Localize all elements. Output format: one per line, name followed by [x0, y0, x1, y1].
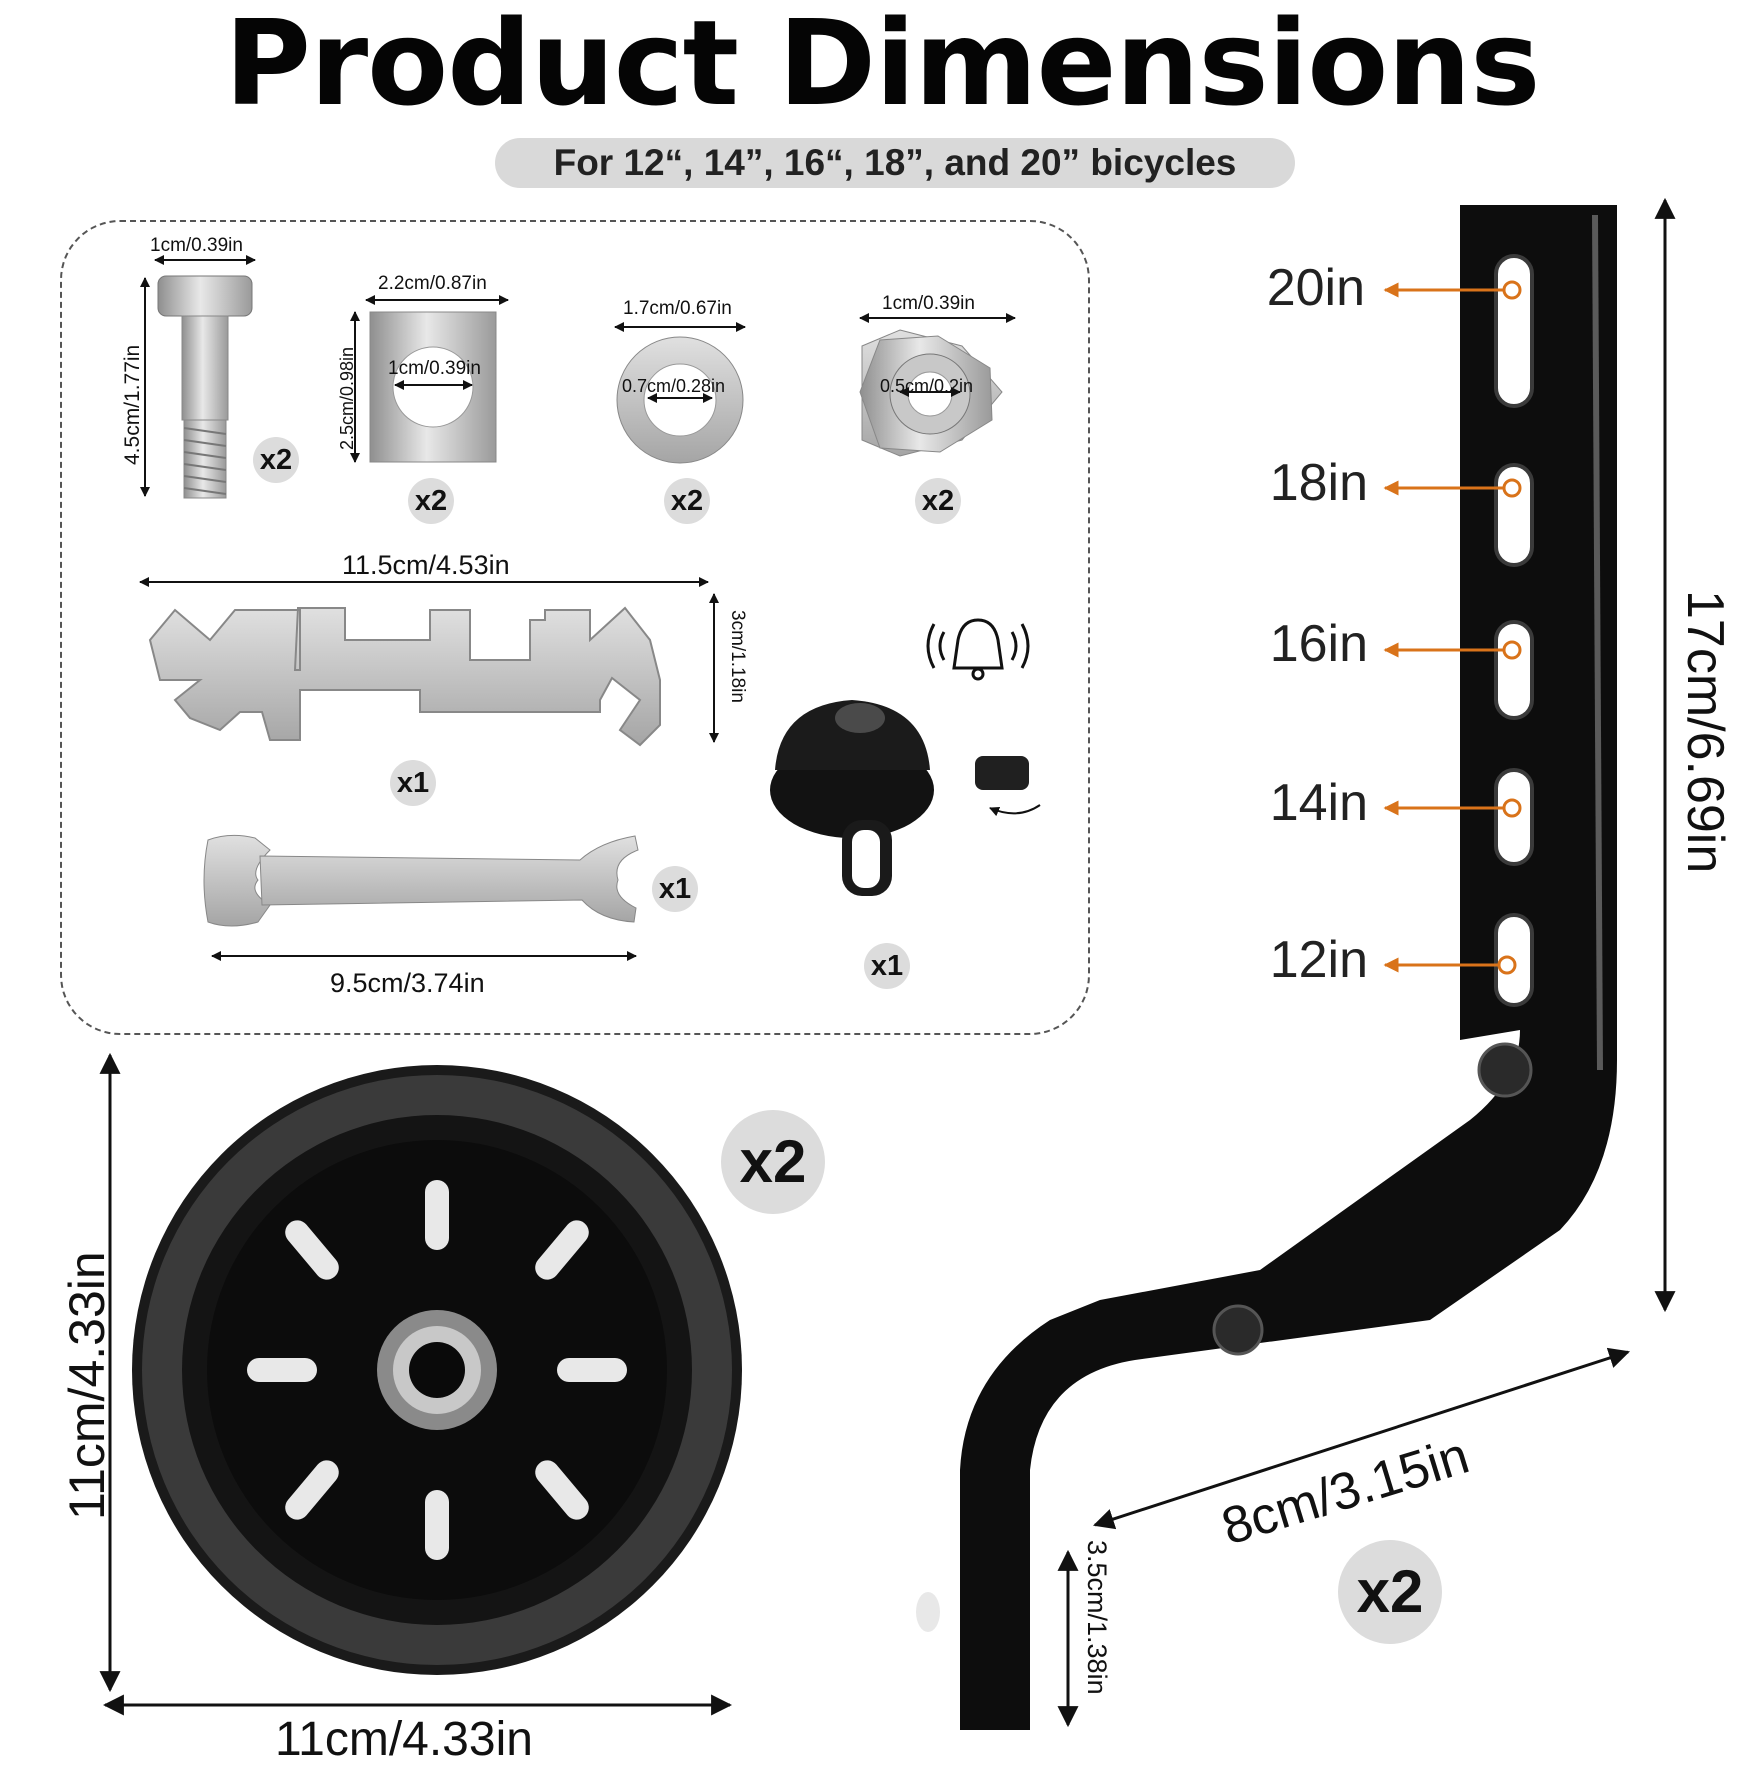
accessories-panel: [60, 220, 1090, 1035]
nut-outer-label: 1cm/0.39in: [882, 293, 975, 314]
small-wrench-illustration: [203, 834, 639, 961]
height-arrows: [1383, 280, 1522, 975]
bracket-illustration: [916, 197, 1676, 1730]
bolt-illustration: [140, 255, 256, 499]
wheel-width-label: 11cm/4.33in: [275, 1713, 533, 1766]
bracket-qty-badge: x2: [1338, 1540, 1442, 1644]
hole-label-14in: 14in: [1269, 774, 1368, 832]
washer-illustration: [614, 322, 746, 464]
large-wrench-illustration: [139, 577, 719, 747]
wheel-qty-badge: x2: [721, 1110, 825, 1214]
bolt-qty-badge: x2: [253, 437, 299, 483]
plate-width-label: 2.2cm/0.87in: [378, 273, 487, 294]
hole-label-18in: 18in: [1269, 454, 1368, 512]
large-wrench-qty-badge: x1: [390, 760, 436, 806]
hole-label-12in: 12in: [1269, 931, 1368, 989]
washer-inner-label: 0.7cm/0.28in: [622, 376, 726, 396]
small-wrench-qty-badge: x1: [652, 866, 698, 912]
subtitle-pill: [495, 138, 1295, 188]
bell-illustration: [770, 700, 1041, 896]
plate-height-label: 2.5cm/0.98in: [337, 346, 357, 450]
nut-qty-badge: x2: [915, 478, 961, 524]
wheel-height-label: 11cm/4.33in: [59, 1251, 115, 1520]
plate-qty-badge: x2: [408, 478, 454, 524]
bolt-length-label: 4.5cm/1.77in: [121, 344, 144, 465]
bracket-height-label: 17cm/6.69in: [1676, 590, 1734, 874]
nut-inner-label: 0.5cm/0.2in: [880, 376, 974, 396]
hole-label-20in: 20in: [1266, 259, 1365, 317]
wheel-illustration: [99, 1052, 742, 1716]
bolt-width-label: 1cm/0.39in: [150, 235, 243, 256]
bell-qty-badge: x1: [864, 943, 910, 989]
page-title: Product Dimensions: [224, 0, 1540, 132]
washer-qty-badge: x2: [664, 478, 710, 524]
small-wrench-length-label: 9.5cm/3.74in: [330, 968, 485, 998]
plate-hole-label: 1cm/0.39in: [388, 358, 481, 379]
hole-label-16in: 16in: [1269, 615, 1368, 673]
large-wrench-length-label: 11.5cm/4.53in: [342, 550, 510, 580]
nut-illustration: [859, 313, 1016, 457]
plate-illustration: [350, 295, 509, 463]
washer-outer-label: 1.7cm/0.67in: [623, 298, 732, 319]
bracket-foot-height-label: 3.5cm/1.38in: [1082, 1540, 1112, 1695]
large-wrench-height-label: 3cm/1.18in: [727, 610, 748, 703]
bell-ring-icon: [926, 618, 1030, 681]
subtitle: For 12“, 14”, 16“, 18”, and 20” bicycles: [553, 142, 1237, 183]
